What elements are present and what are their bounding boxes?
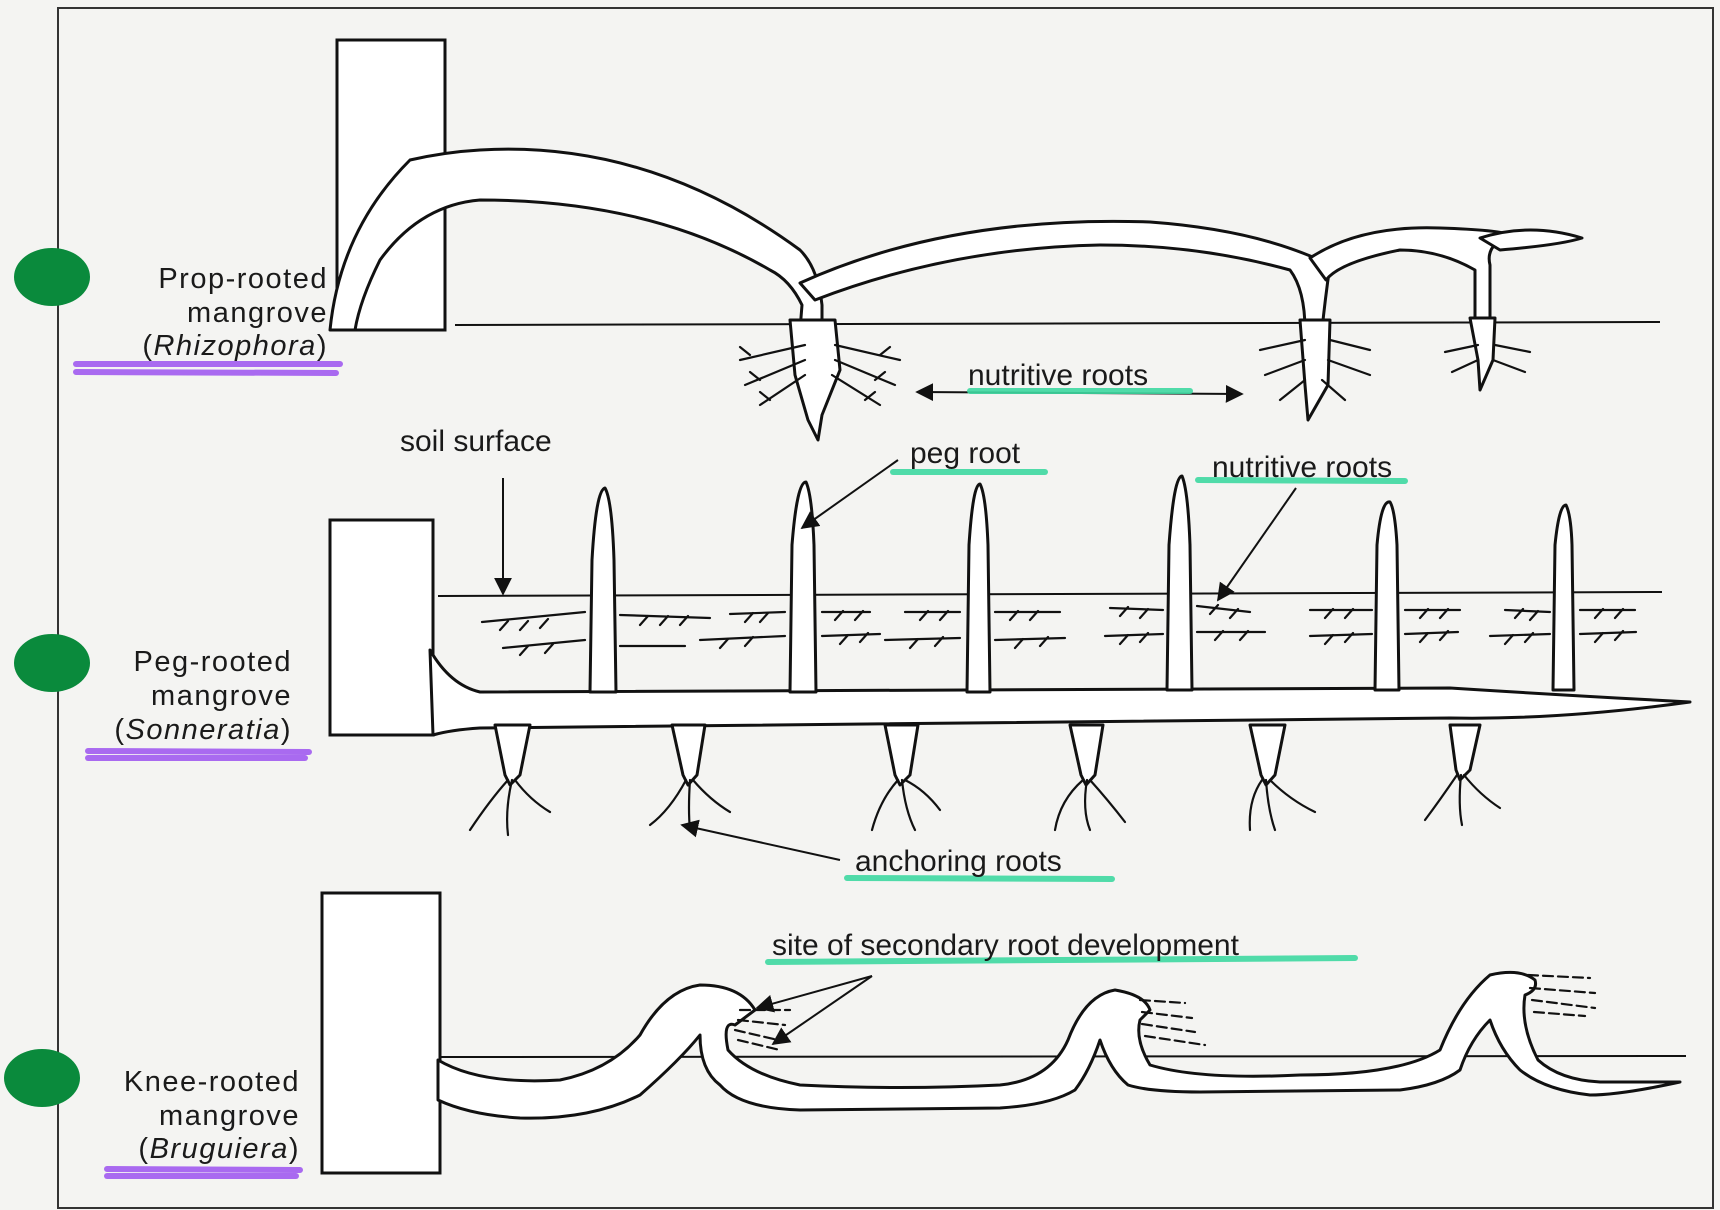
anchoring-roots-arrow[interactable]: [682, 825, 840, 860]
label-peg-root: peg root: [910, 437, 1021, 470]
peg-anchoring-stubs: [495, 725, 1480, 785]
prop-line2: mangrove: [187, 297, 328, 329]
prop-arch-second: [800, 221, 1330, 330]
knee-genus: Bruguiera: [150, 1133, 289, 1165]
prop-root-stub-3: [1470, 318, 1495, 390]
soil-line-peg: [438, 592, 1662, 596]
peg-roots: [590, 476, 1574, 692]
label-soil-surface: soil surface: [400, 425, 552, 458]
peg-main-root: [430, 650, 1690, 735]
callout-labels: nutritive roots soil surface peg root nu…: [400, 359, 1392, 962]
nutritive-roots-arrow-2[interactable]: [1218, 488, 1296, 600]
peg-line1: Peg-rooted: [134, 646, 293, 678]
bullet-peg: [14, 634, 90, 692]
peg-nutritive-roots: [482, 605, 1636, 655]
peg-root: [1553, 505, 1574, 690]
bullet-prop: [14, 248, 90, 306]
peg-root: [1167, 476, 1192, 690]
bullet-knee: [4, 1049, 80, 1107]
taxon-label-knee: Knee-rooted mangrove (Bruguiera): [124, 1066, 300, 1165]
taxon-label-prop: Prop-rooted mangrove (Rhizophora): [142, 263, 328, 362]
peg-line2: mangrove: [151, 680, 292, 712]
peg-anchoring-roots: [470, 775, 1500, 835]
peg-root: [790, 482, 816, 692]
label-secondary-root-site: site of secondary root development: [772, 929, 1240, 962]
label-nutritive-roots-1: nutritive roots: [968, 359, 1148, 392]
prop-line1: Prop-rooted: [158, 263, 328, 295]
label-anchoring-roots: anchoring roots: [855, 845, 1062, 878]
peg-trunk: [330, 520, 433, 735]
label-nutritive-roots-2: nutritive roots: [1212, 451, 1392, 484]
prop-arch-tip: [1480, 230, 1582, 250]
prop-genus-line: (Rhizophora): [142, 330, 328, 362]
peg-root-arrow[interactable]: [802, 460, 898, 528]
label-highlights: [76, 364, 1405, 1176]
peg-rooted-illustration: [330, 476, 1690, 835]
peg-root: [967, 484, 990, 692]
prop-genus: Rhizophora: [154, 330, 317, 362]
knee-line2: mangrove: [159, 1100, 300, 1132]
secondary-site-arrow-1[interactable]: [757, 976, 872, 1008]
prop-root-stub-2: [1300, 320, 1330, 420]
peg-genus: Sonneratia: [126, 714, 281, 746]
taxon-label-peg: Peg-rooted mangrove (Sonneratia): [114, 646, 292, 746]
knee-line1: Knee-rooted: [124, 1066, 300, 1098]
peg-genus-line: (Sonneratia): [114, 714, 292, 746]
knee-trunk: [322, 893, 440, 1173]
prop-arch-third: [1310, 228, 1510, 330]
knee-root: [438, 972, 1680, 1118]
knee-genus-line: (Bruguiera): [138, 1133, 300, 1165]
peg-root: [590, 488, 616, 692]
peg-root: [1375, 502, 1399, 690]
